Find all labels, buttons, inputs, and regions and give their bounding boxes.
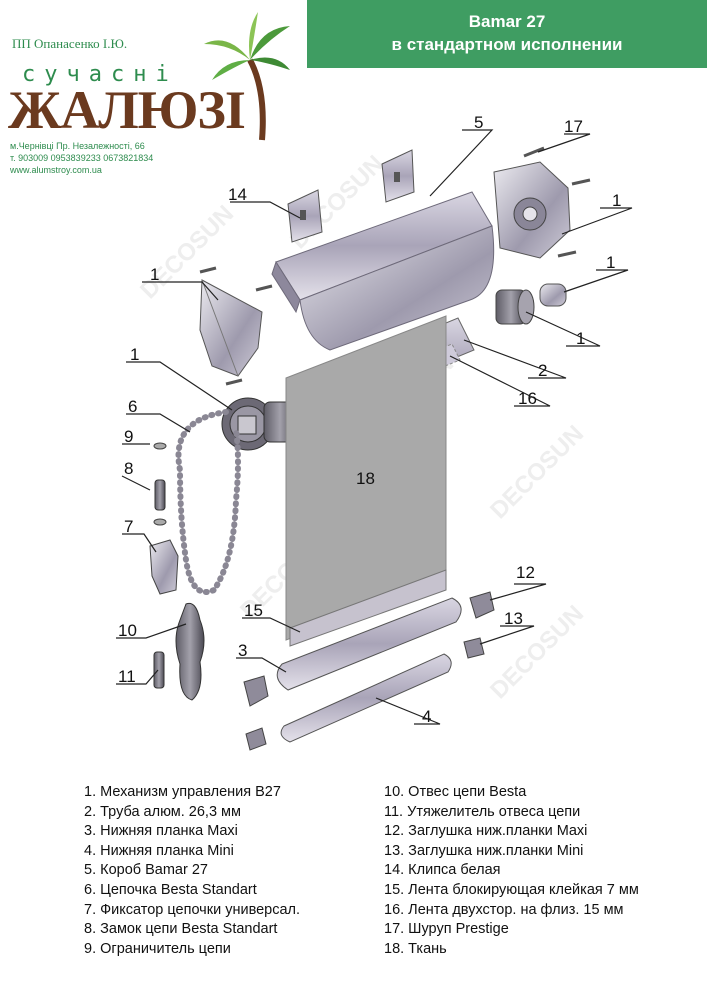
screw-icon: [199, 146, 591, 386]
callout-12: 12: [516, 563, 535, 582]
legend-item: 13. Заглушка ниж.планки Mini: [384, 842, 584, 859]
legend-item: 6. Цепочка Besta Standart: [84, 881, 257, 898]
callout-15: 15: [244, 601, 263, 620]
svg-text:DECOSUN: DECOSUN: [485, 600, 589, 704]
callout-13: 13: [504, 609, 523, 628]
callout-5: 5: [474, 113, 483, 132]
legend-left-column: 1. Механизм управления B27 2. Труба алюм…: [84, 783, 300, 959]
legend-item: 16. Лента двухстор. на флиз. 15 мм: [384, 901, 624, 918]
bottom-rail-mini: [280, 653, 452, 743]
legend-item: 10. Отвес цепи Besta: [384, 784, 527, 800]
callout-1-cap-right: 1: [612, 191, 621, 210]
callout-14: 14: [228, 185, 247, 204]
callout-1-mechanism: 1: [130, 345, 139, 364]
cassette-box: [271, 191, 495, 351]
callout-17: 17: [564, 117, 583, 136]
owner-name: ПП Опанасенко І.Ю.: [12, 36, 128, 51]
callout-9: 9: [124, 427, 133, 446]
title-line-2: в стандартном исполнении: [391, 35, 623, 54]
palm-logo-icon: [204, 12, 290, 141]
svg-text:DECOSUN: DECOSUN: [485, 420, 589, 524]
end-cap-left: [199, 279, 263, 377]
chain-fixator-icon: [149, 539, 179, 595]
exploded-diagram: DECOSUN DECOSUN DECOSUN DECOSUN DECOSUN …: [116, 12, 633, 751]
leader-lines: [116, 129, 633, 725]
callout-7: 7: [124, 517, 133, 536]
rail-end-caps: [243, 591, 495, 751]
callout-1-plug: 1: [576, 329, 585, 348]
callout-8: 8: [124, 459, 133, 478]
legend-right-column: 10. Отвес цепи Besta 11. Утяжелитель отв…: [384, 783, 639, 959]
locking-tape: [289, 569, 447, 647]
legend-item: 2. Труба алюм. 26,3 мм: [84, 803, 241, 820]
legend-item: 11. Утяжелитель отвеса цепи: [384, 803, 581, 820]
idler-end-plug: [495, 283, 567, 325]
callout-6: 6: [128, 397, 137, 416]
callout-4: 4: [422, 707, 431, 726]
callout-11: 11: [118, 667, 136, 686]
callout-1-bushing: 1: [606, 253, 615, 272]
callout-10: 10: [118, 621, 137, 640]
legend-item: 12. Заглушка ниж.планки Maxi: [384, 823, 588, 840]
company-phones: т. 903009 0953839233 0673821834: [10, 153, 154, 163]
chain-connector-icon: [153, 442, 167, 526]
title-banner: Bamar 27 в стандартном исполнении: [307, 0, 707, 68]
callout-labels: 5 17 1 14 1 1 1 1 2 16 6 9 8 18 7 12 15 …: [118, 113, 621, 726]
company-website[interactable]: www.alumstroy.com.ua: [10, 165, 102, 175]
callout-3: 3: [238, 641, 247, 660]
legend-item: 1. Механизм управления B27: [84, 784, 281, 800]
logo-tagline: сучасні: [22, 62, 178, 87]
title-line-1: Bamar 27: [468, 12, 546, 31]
legend-item: 9. Ограничитель цепи: [84, 940, 231, 957]
legend-item: 17. Шуруп Prestige: [384, 921, 509, 938]
callout-18: 18: [356, 469, 375, 488]
bead-chain: [175, 409, 241, 595]
callout-2: 2: [538, 361, 547, 380]
callout-16: 16: [518, 389, 537, 408]
bottom-rail-maxi: [276, 597, 462, 691]
white-clip-icon: [287, 149, 415, 243]
legend-item: 3. Нижняя планка Maxi: [84, 823, 238, 840]
end-cap-right: [493, 161, 571, 259]
company-address: м.Чернівці Пр. Незалежності, 66: [10, 141, 145, 151]
legend-item: 5. Короб Bamar 27: [84, 862, 208, 879]
callout-1-cap-left: 1: [150, 265, 159, 284]
legend-item: 8. Замок цепи Besta Standart: [84, 921, 278, 938]
weight-core-icon: [153, 651, 165, 689]
svg-text:DECOSUN: DECOSUN: [135, 200, 239, 304]
legend-item: 18. Ткань: [384, 940, 447, 957]
logo-wordmark: ЖАЛЮЗІ: [8, 80, 246, 140]
legend-item: 15. Лента блокирующая клейкая 7 мм: [384, 881, 639, 898]
legend-item: 4. Нижняя планка Mini: [84, 842, 234, 859]
legend-item: 7. Фиксатор цепочки универсал.: [84, 901, 301, 918]
control-mechanism: [221, 397, 297, 451]
chain-weight-icon: [175, 602, 205, 701]
legend-item: 14. Клипса белая: [384, 862, 501, 879]
